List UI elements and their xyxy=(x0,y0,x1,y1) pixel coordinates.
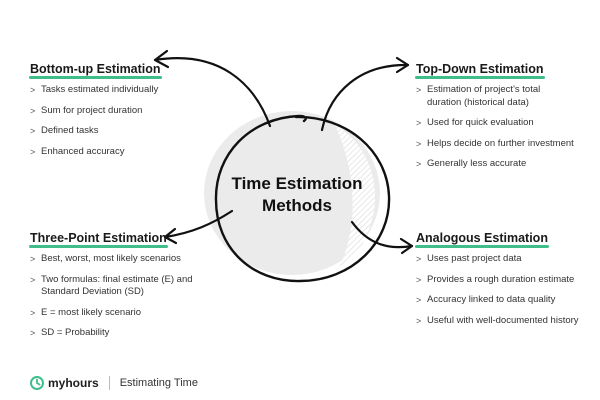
list-three-point: Best, worst, most likely scenarios Two f… xyxy=(30,253,205,340)
arrowhead-bottom-up xyxy=(153,49,170,69)
list-top-down: Estimation of project's total duration (… xyxy=(416,84,576,171)
center-circle xyxy=(214,114,391,283)
background-blob xyxy=(204,111,380,275)
list-item: Used for quick evaluation xyxy=(416,117,576,130)
list-item: Enhanced accuracy xyxy=(30,146,205,159)
center-title-line-2: Methods xyxy=(262,196,332,215)
list-item: Useful with well-documented history xyxy=(416,315,586,328)
center-title: Time Estimation Methods xyxy=(222,173,372,217)
list-item: SD = Probability xyxy=(30,327,205,340)
arrowhead-analogous xyxy=(399,237,414,255)
footer: myhours Estimating Time xyxy=(30,374,198,392)
list-analogous: Uses past project data Provides a rough … xyxy=(416,253,586,327)
footer-divider xyxy=(108,376,110,390)
list-item: Best, worst, most likely scenarios xyxy=(30,253,205,266)
list-item: Estimation of project's total duration (… xyxy=(416,84,576,109)
section-top-down: Top-Down Estimation Estimation of projec… xyxy=(415,60,576,179)
list-item: E = most likely scenario xyxy=(30,307,205,320)
center-title-line-1: Time Estimation xyxy=(231,174,363,193)
arrow-three-point xyxy=(163,209,234,239)
list-bottom-up: Tasks estimated individually Sum for pro… xyxy=(30,84,205,158)
section-title-bottom-up: Bottom-up Estimation xyxy=(29,62,162,79)
list-item: Uses past project data xyxy=(416,253,586,266)
arrow-bottom-up xyxy=(153,57,272,128)
section-bottom-up: Bottom-up Estimation Tasks estimated ind… xyxy=(29,60,205,166)
section-title-analogous: Analogous Estimation xyxy=(415,231,549,248)
arrow-top-down xyxy=(320,63,410,132)
arrowhead-top-down xyxy=(395,56,410,74)
section-title-three-point: Three-Point Estimation xyxy=(29,231,168,248)
section-analogous: Analogous Estimation Uses past project d… xyxy=(415,229,586,335)
list-item: Accuracy linked to data quality xyxy=(416,294,586,307)
footer-label: Estimating Time xyxy=(119,377,198,389)
arrow-analogous xyxy=(350,220,414,249)
arrowhead-three-point xyxy=(163,227,178,245)
list-item: Generally less accurate xyxy=(416,158,576,171)
list-item: Tasks estimated individually xyxy=(30,84,205,97)
list-item: Helps decide on further investment xyxy=(416,138,576,151)
list-item: Provides a rough duration estimate xyxy=(416,274,586,287)
section-three-point: Three-Point Estimation Best, worst, most… xyxy=(29,229,205,348)
list-item: Sum for project duration xyxy=(30,105,205,118)
list-item: Two formulas: final estimate (E) and Sta… xyxy=(30,274,205,299)
list-item: Defined tasks xyxy=(30,125,205,138)
myhours-logo-icon xyxy=(30,376,44,390)
brand-name: myhours xyxy=(48,376,99,390)
section-title-top-down: Top-Down Estimation xyxy=(415,62,545,79)
hatch-decoration xyxy=(335,125,376,270)
